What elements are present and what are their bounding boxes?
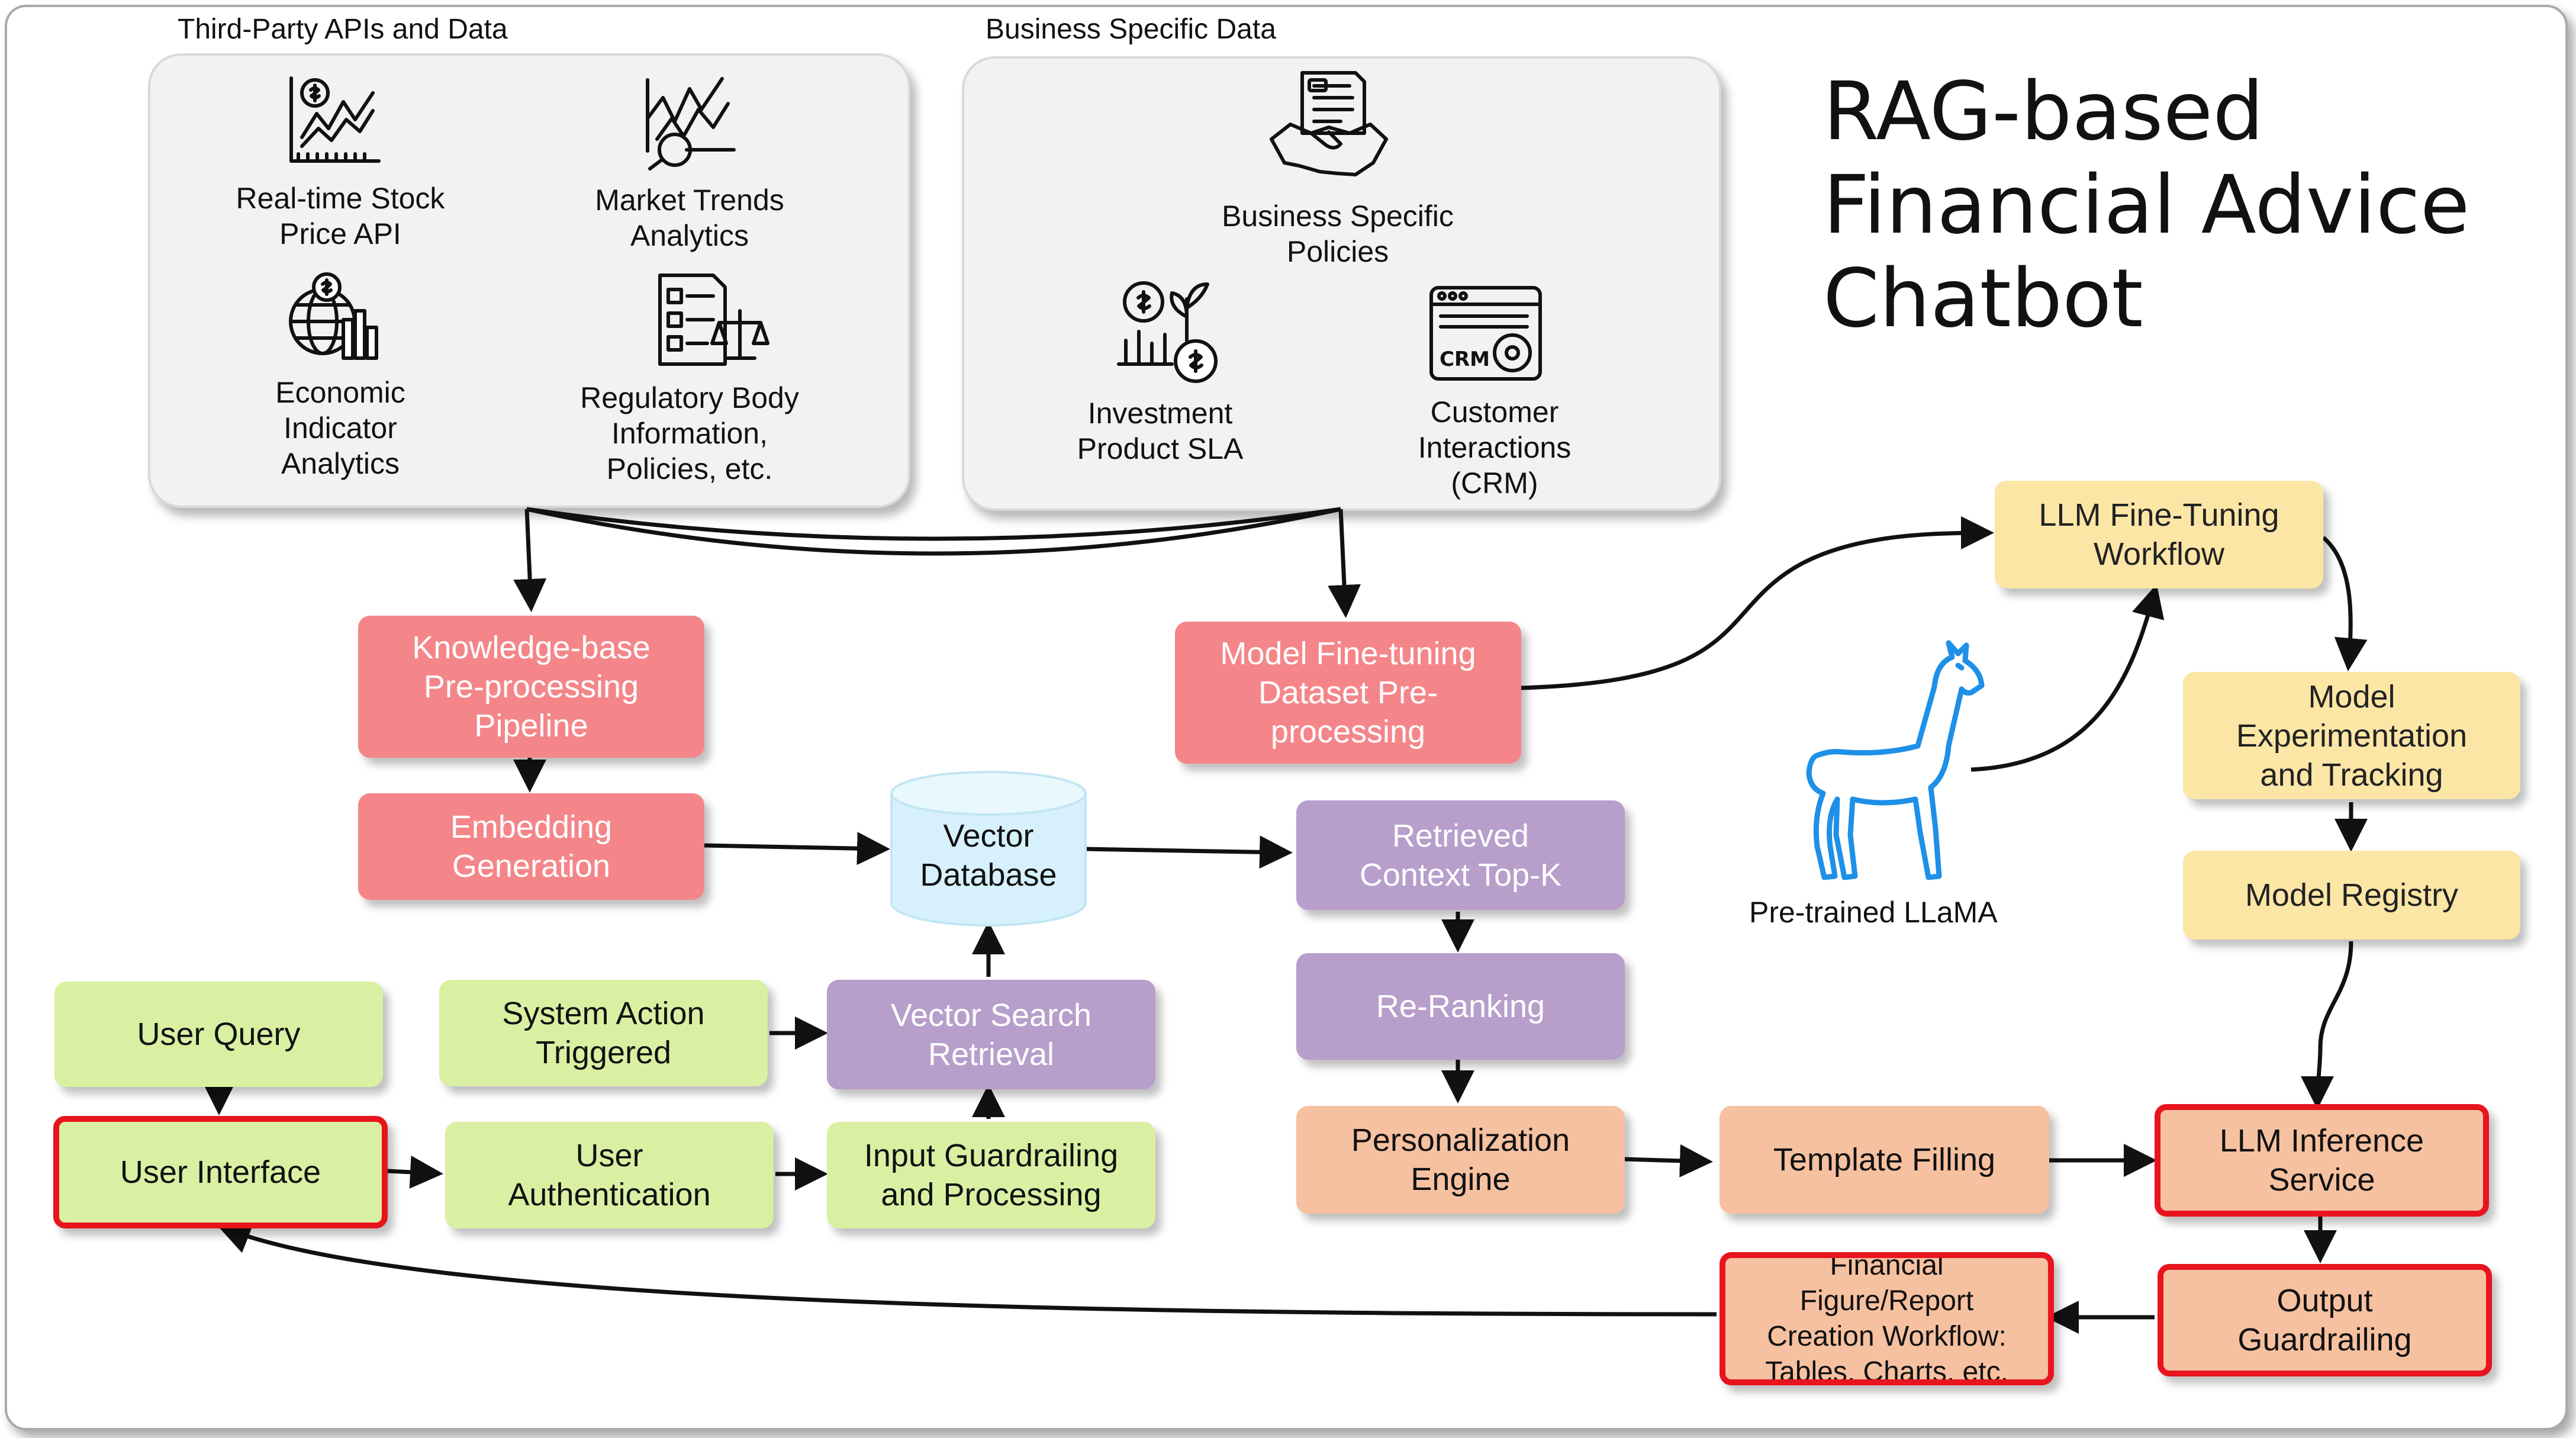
stock-chart-icon (289, 76, 381, 163)
embedding-generation: Embedding Generation (358, 793, 704, 900)
model-registry: Model Registry (2183, 851, 2520, 940)
source-stock-price-api: Real-time Stock Price API (236, 182, 445, 250)
third-party-group (148, 53, 910, 508)
crm-window-icon: CRM (1429, 286, 1542, 381)
database-cylinder-icon (890, 771, 1087, 927)
source-market-trends: Market Trends Analytics (595, 184, 784, 252)
source-investment-sla: Investment Product SLA (1077, 397, 1244, 465)
source-business-policies: Business Specific Policies (1222, 200, 1454, 268)
re-ranking: Re-Ranking (1296, 953, 1625, 1060)
title-line-2: Financial Advice (1823, 159, 2470, 252)
llm-finetuning-workflow: LLM Fine-Tuning Workflow (1995, 481, 2323, 588)
system-action-triggered: System Action Triggered (439, 980, 768, 1086)
investment-growth-icon (1117, 281, 1218, 383)
globe-dollar-icon (289, 272, 378, 360)
svg-text:CRM: CRM (1440, 348, 1490, 371)
input-guardrailing: Input Guardrailing and Processing (827, 1122, 1155, 1228)
financial-report-workflow: Financial Figure/Report Creation Workflo… (1720, 1252, 2054, 1385)
output-guardrailing: Output Guardrailing (2158, 1264, 2492, 1376)
pretrained-llama-label: Pre-trained LLaMA (1749, 896, 1998, 929)
user-query: User Query (54, 982, 383, 1087)
vector-search-retrieval: Vector Search Retrieval (827, 980, 1155, 1089)
model-finetuning-dataset: Model Fine-tuning Dataset Pre- processin… (1175, 622, 1521, 764)
diagram-title: RAG-based Financial Advice Chatbot (1823, 65, 2469, 346)
model-experimentation-tracking: Model Experimentation and Tracking (2183, 672, 2520, 799)
kb-preprocessing-pipeline: Knowledge-base Pre-processing Pipeline (358, 616, 704, 758)
policy-handshake-icon (1270, 71, 1388, 176)
vector-database: Vector Database (920, 818, 1057, 893)
source-economic-indicators: Economic Indicator Analytics (275, 376, 405, 480)
source-crm: Customer Interactions (CRM) (1418, 395, 1572, 500)
third-party-group-label: Third-Party APIs and Data (178, 14, 508, 45)
template-filling: Template Filling (1720, 1106, 2049, 1214)
personalization-engine: Personalization Engine (1296, 1106, 1625, 1214)
llm-inference-service: LLM Inference Service (2155, 1104, 2489, 1217)
user-interface: User Interface (53, 1116, 388, 1228)
title-line-1: RAG-based (1823, 65, 2264, 159)
business-group-label: Business Specific Data (986, 14, 1276, 45)
llama-icon (1806, 640, 1985, 880)
source-regulatory-info: Regulatory Body Information, Policies, e… (580, 381, 799, 485)
title-line-3: Chatbot (1823, 252, 2143, 346)
document-scales-icon (658, 274, 769, 366)
retrieved-context-topk: Retrieved Context Top-K (1296, 800, 1625, 910)
trend-analysis-icon (646, 77, 736, 170)
user-authentication: User Authentication (445, 1122, 774, 1228)
